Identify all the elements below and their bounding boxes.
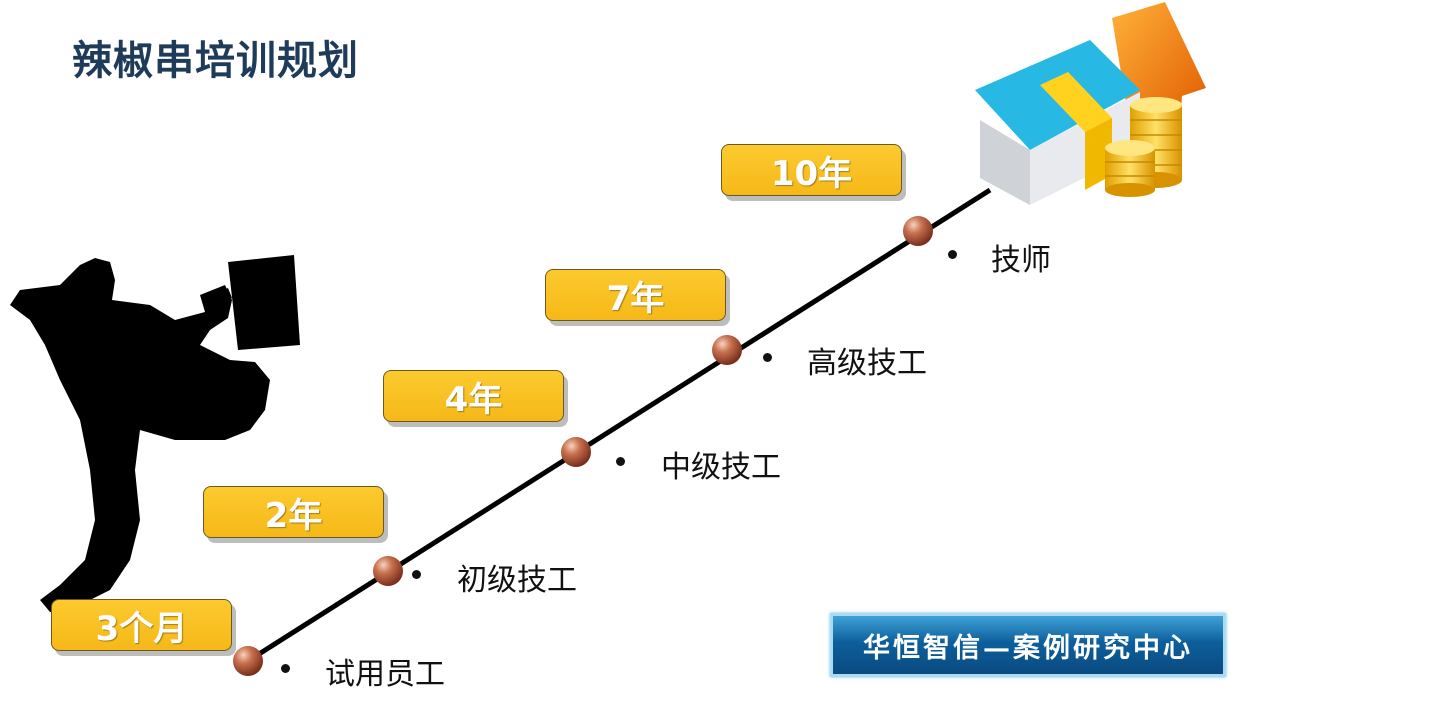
path-node-4: [903, 216, 933, 246]
path-node-3: [712, 335, 742, 365]
period-badge-text-0: 3个月: [51, 599, 232, 651]
path-line: [246, 187, 992, 664]
page-title: 辣椒串培训规划: [72, 38, 359, 84]
period-badge-4: 10年: [721, 144, 906, 201]
money-stack-icon: [975, 2, 1206, 205]
brand-banner: 华恒智信—案例研究中心: [830, 613, 1226, 677]
level-label-1: 初级技工: [457, 563, 577, 598]
climbing-person-silhouette: [10, 255, 300, 612]
bullet-0: [281, 664, 290, 673]
period-badge-2: 4年: [383, 370, 568, 427]
period-badge-text-2: 4年: [383, 370, 564, 422]
level-label-4: 技师: [991, 243, 1051, 278]
period-badge-0: 3个月: [51, 599, 236, 656]
bullet-4: [948, 250, 957, 259]
path-node-0: [233, 646, 263, 676]
level-label-3: 高级技工: [807, 346, 927, 381]
period-badge-1: 2年: [203, 486, 388, 543]
path-node-1: [373, 556, 403, 586]
level-label-0: 试用员工: [325, 657, 445, 692]
period-badge-text-1: 2年: [203, 486, 384, 538]
period-badge-3: 7年: [545, 269, 730, 326]
level-label-2: 中级技工: [661, 450, 781, 485]
path-node-2: [561, 437, 591, 467]
bullet-1: [412, 570, 421, 579]
period-badge-text-3: 7年: [545, 269, 726, 321]
bullet-3: [763, 353, 772, 362]
period-badge-text-4: 10年: [721, 144, 902, 196]
bullet-2: [616, 457, 625, 466]
